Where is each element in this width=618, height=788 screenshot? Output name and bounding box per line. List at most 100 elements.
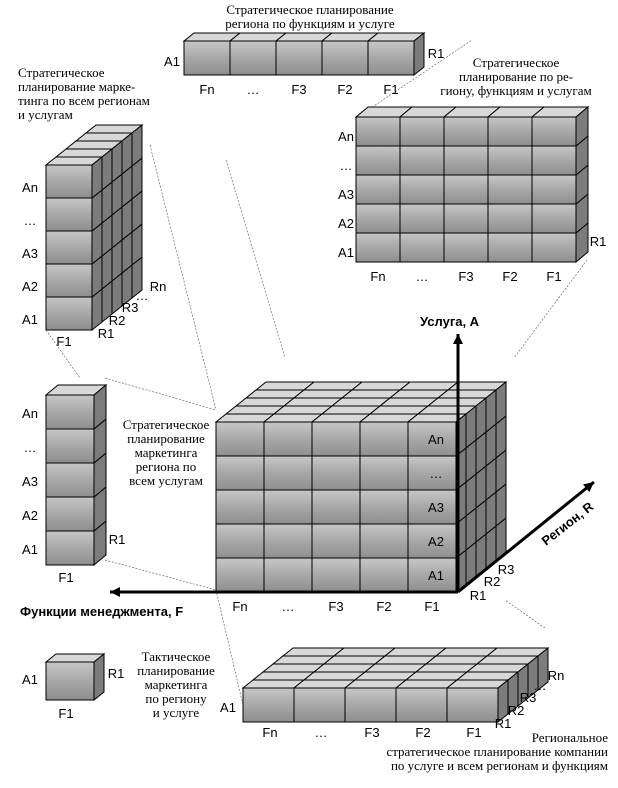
top-right-panel-front-cell — [443, 203, 489, 234]
main-cube-side-cell — [495, 380, 507, 426]
guide-line — [149, 144, 217, 411]
top-strip-front-cell — [321, 40, 369, 76]
main-cube-front-cell — [359, 455, 409, 491]
functions-axis-label: Функции менеджмента, F — [20, 604, 183, 619]
top-right-a-label: … — [340, 158, 353, 173]
main-cube-f-label: F3 — [328, 599, 343, 614]
top-right-panel-front-cell — [487, 174, 533, 205]
top-right-panel-front-cell — [487, 145, 533, 176]
main-cube-front-cell — [263, 421, 313, 457]
region-axis-label: Регион, R — [539, 498, 597, 548]
main-cube-a-label: A2 — [428, 534, 444, 549]
top-left-a-label: An — [22, 180, 38, 195]
bottom-slab-f-label: Fn — [262, 725, 277, 740]
top-left-r-label: R3 — [122, 300, 139, 315]
caption-bottom-left: Тактическое планирование маркетинга по р… — [137, 649, 215, 720]
mid-left-column-front-cell — [45, 428, 95, 464]
top-right-panel-front-cell — [531, 145, 577, 176]
main-cube-front-cell — [215, 421, 265, 457]
top-right-a-label: A3 — [338, 187, 354, 202]
top-left-column-front-cell — [45, 296, 93, 331]
cube-blocks — [44, 31, 590, 724]
guide-line — [225, 159, 286, 359]
bottom-slab-f-label: F1 — [466, 725, 481, 740]
main-cube-r-label: R2 — [484, 574, 501, 589]
main-cube-f-label: … — [282, 599, 295, 614]
top-right-panel-front-cell — [399, 203, 445, 234]
top-right-panel-front-cell — [531, 232, 577, 263]
top-left-a-label: … — [24, 213, 37, 228]
top-strip-r-label: R1 — [428, 46, 445, 61]
main-cube-side-cell — [475, 396, 487, 442]
top-right-panel-front-cell — [399, 232, 445, 263]
mid-left-f-label: F1 — [58, 570, 73, 585]
top-left-column-front-cell — [45, 164, 93, 199]
top-right-f-label: Fn — [370, 269, 385, 284]
main-cube-side-cell — [465, 404, 477, 450]
bottom-slab-r-label: … — [534, 678, 547, 693]
main-cube-front-cell — [311, 523, 361, 559]
mid-left-a-label: A2 — [22, 508, 38, 523]
top-right-f-label: … — [416, 269, 429, 284]
main-cube-r-label: R3 — [498, 562, 515, 577]
main-cube-front-cell — [311, 455, 361, 491]
bottom-slab-r-label: R2 — [508, 703, 525, 718]
top-right-f-label: F1 — [546, 269, 561, 284]
top-left-r-label: R2 — [109, 313, 126, 328]
main-cube-a-label: An — [428, 432, 444, 447]
top-right-panel-front-cell — [487, 203, 533, 234]
caption-bottom-right: Региональное стратегическое планирование… — [386, 730, 608, 773]
bottom-left-f-label: F1 — [58, 706, 73, 721]
service-axis-label: Услуга, А — [420, 314, 480, 329]
top-right-panel-front-cell — [399, 116, 445, 147]
top-right-panel-front-cell — [487, 116, 533, 147]
mid-left-column-front-cell — [45, 462, 95, 498]
caption-top-right: Стратегическое планирование по ре- гиону… — [440, 55, 592, 98]
bottom-slab-r-label: R1 — [495, 716, 512, 731]
bottom-slab-f-label: F2 — [415, 725, 430, 740]
top-right-panel-front-cell — [531, 174, 577, 205]
top-strip-f-label: Fn — [199, 82, 214, 97]
top-left-column-front-cell — [45, 230, 93, 265]
functions-axis-arrow-head — [110, 587, 120, 597]
top-strip-front-cell — [275, 40, 323, 76]
top-right-panel-front-cell — [355, 232, 401, 263]
bottom-slab-front-cell — [446, 687, 499, 723]
main-cube-r-label: R1 — [470, 588, 487, 603]
main-cube-front-cell — [263, 523, 313, 559]
main-cube-front-cell — [359, 421, 409, 457]
main-cube-front-cell — [215, 557, 265, 593]
region-axis-arrow-head — [583, 482, 594, 493]
mid-left-a-label: … — [24, 440, 37, 455]
top-right-f-label: F2 — [502, 269, 517, 284]
mid-left-a-label: An — [22, 406, 38, 421]
top-strip-front-cell — [229, 40, 277, 76]
top-left-a-label: A3 — [22, 246, 38, 261]
top-strip-f-label: F3 — [291, 82, 306, 97]
main-cube-front-cell — [215, 523, 265, 559]
top-left-a-label: A1 — [22, 312, 38, 327]
main-cube-a-label: A3 — [428, 500, 444, 515]
top-right-panel-front-cell — [399, 174, 445, 205]
caption-top-left: Стратегическое планирование марке- тинга… — [18, 65, 150, 122]
top-right-panel-front-cell — [443, 174, 489, 205]
top-right-panel-front-cell — [487, 232, 533, 263]
top-right-panel-front-cell — [531, 203, 577, 234]
top-right-panel-front-cell — [399, 145, 445, 176]
top-left-r-label: … — [136, 288, 149, 303]
main-cube-front-cell — [359, 523, 409, 559]
main-cube-front-cell — [215, 489, 265, 525]
main-cube-f-label: Fn — [232, 599, 247, 614]
main-cube-front-cell — [311, 489, 361, 525]
mid-left-r-label: R1 — [109, 532, 126, 547]
top-strip-f-label: F2 — [337, 82, 352, 97]
bottom-left-r-label: R1 — [108, 666, 125, 681]
bottom-slab-front-cell — [293, 687, 346, 723]
top-left-f-label: F1 — [56, 334, 71, 349]
top-left-column-front-cell — [45, 197, 93, 232]
main-cube-front-cell — [359, 557, 409, 593]
top-left-r-label: R1 — [98, 326, 115, 341]
top-right-panel-front-cell — [531, 116, 577, 147]
top-right-panel-front-cell — [355, 174, 401, 205]
bottom-slab-f-label: … — [315, 725, 328, 740]
